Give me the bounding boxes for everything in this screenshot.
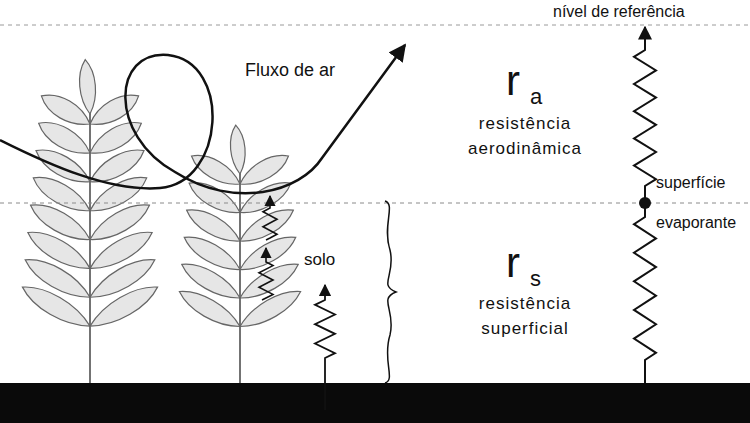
resistance-subscript: a [530, 84, 542, 110]
leaf [77, 59, 97, 115]
airflow-label: Fluxo de ar [245, 60, 335, 82]
airflow-arrow [0, 45, 405, 193]
leaf [85, 279, 162, 335]
leaf [229, 125, 248, 175]
reference-level-label: nível de referência [553, 2, 685, 21]
leaf-resistor-symbol [259, 248, 273, 300]
leaf [236, 284, 306, 335]
reference-level-line [0, 25, 750, 26]
plant [175, 125, 305, 383]
ground-band [0, 383, 750, 423]
surface-node-dot [639, 197, 651, 209]
evaporating-surface-label: superfície evaporante [656, 163, 746, 243]
aerodynamic-resistor-symbol [634, 27, 656, 203]
surface-resistor-symbol [634, 203, 656, 383]
resistance-name: resistência superficial [455, 292, 595, 341]
resistance-symbol: r [506, 56, 520, 106]
resistance-name: resistência aerodinâmica [455, 112, 595, 161]
resistance-subscript: s [530, 266, 541, 292]
soil-label: solo [304, 250, 335, 270]
plants [18, 59, 306, 383]
soil-resistor-symbol [315, 285, 335, 410]
resistance-symbol: r [506, 238, 520, 288]
evaporating-surface-line [0, 203, 750, 204]
brace [385, 201, 396, 383]
leaf [175, 284, 245, 335]
leaf [18, 279, 95, 335]
leaf-resistor-symbol [263, 196, 277, 240]
plant-stem [239, 172, 241, 383]
resistors [259, 27, 656, 410]
plant [18, 59, 163, 383]
